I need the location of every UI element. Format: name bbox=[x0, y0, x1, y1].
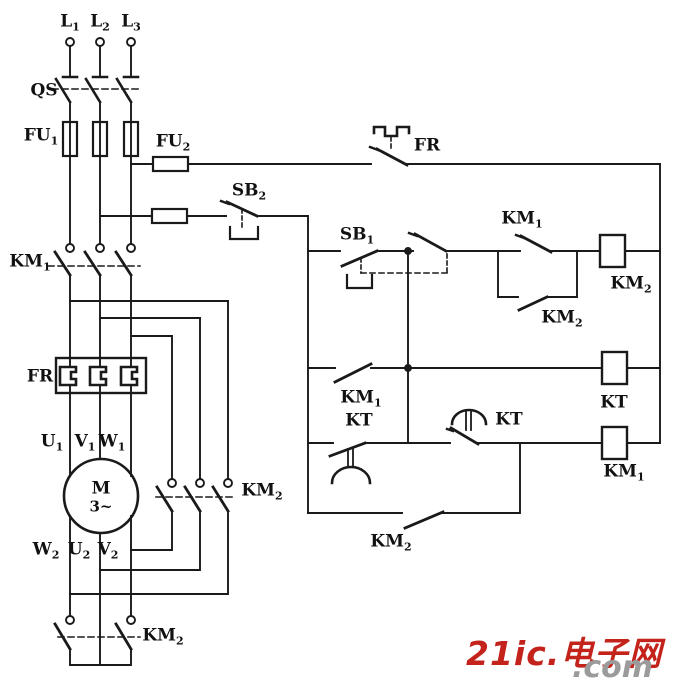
kt-coil bbox=[600, 350, 661, 386]
sb1-nc-contact bbox=[407, 231, 499, 253]
label-l3: L3 bbox=[121, 11, 141, 34]
label-w1: W1 bbox=[98, 431, 126, 454]
label-km2-bypass: KM2 bbox=[370, 531, 412, 554]
label-km2-coil: KM2 bbox=[610, 273, 652, 296]
label-km2-star: KM2 bbox=[142, 625, 184, 648]
label-u1: U1 bbox=[40, 431, 64, 454]
label-fu1: FU1 bbox=[23, 125, 59, 148]
label-km2-delta: KM2 bbox=[241, 480, 283, 503]
watermark-domain: .com bbox=[572, 650, 654, 685]
km1-nc-interlock bbox=[497, 233, 578, 254]
fr-nc-contact bbox=[368, 125, 661, 167]
motor bbox=[62, 457, 140, 535]
km2-delta-contacts bbox=[155, 478, 237, 513]
label-km1-coil: KM1 bbox=[603, 461, 645, 484]
control-rails bbox=[307, 163, 661, 514]
km2-star-contacts bbox=[53, 615, 141, 666]
label-fr-contact: FR bbox=[413, 135, 441, 156]
km1-main-contacts bbox=[47, 243, 141, 277]
label-v1: V1 bbox=[74, 431, 96, 454]
label-l1: L1 bbox=[60, 11, 80, 34]
label-km1-main: KM1 bbox=[9, 251, 51, 274]
km2-coil bbox=[576, 233, 661, 269]
label-km1-no: KM1 bbox=[340, 387, 382, 410]
label-km1-interlock: KM1 bbox=[501, 208, 543, 231]
label-motor-m: M bbox=[91, 478, 111, 499]
label-l2: L2 bbox=[90, 11, 110, 34]
phase-wires-lower bbox=[69, 274, 132, 477]
label-sb1: SB1 bbox=[339, 224, 375, 247]
label-fr-heater: FR bbox=[26, 366, 54, 387]
qs-knife-switch bbox=[51, 75, 141, 104]
label-u2: U2 bbox=[67, 539, 91, 562]
junction-column bbox=[404, 247, 412, 444]
fu2-fuses bbox=[99, 155, 372, 225]
label-kt-coil: KT bbox=[600, 392, 628, 413]
kt-delay-contact-left bbox=[307, 441, 451, 485]
label-km2-interlock: KM2 bbox=[541, 307, 583, 330]
km1-no-contact bbox=[307, 362, 603, 384]
label-sb2: SB2 bbox=[231, 180, 267, 203]
label-motor-phase: 3~ bbox=[89, 497, 113, 516]
label-w2: W2 bbox=[32, 539, 60, 562]
phase-wires-upper bbox=[69, 101, 132, 245]
label-fu2: FU2 bbox=[155, 131, 191, 154]
sb1-start-button bbox=[307, 249, 448, 290]
label-v2: V2 bbox=[97, 539, 119, 562]
label-kt-left: KT bbox=[345, 410, 373, 431]
km1-coil bbox=[600, 425, 661, 461]
sb2-stop-button bbox=[219, 199, 309, 241]
watermark-brand: 21ic.电子网 bbox=[466, 634, 663, 673]
fu1-fuses bbox=[61, 120, 140, 158]
label-qs: QS bbox=[30, 80, 58, 101]
label-kt-right: KT bbox=[495, 409, 523, 430]
fr-heaters bbox=[54, 356, 148, 395]
supply-terminals bbox=[65, 37, 136, 77]
km2-no-interlock bbox=[497, 250, 578, 312]
kt-delay-contact-right bbox=[445, 408, 603, 446]
delta-tap-wires bbox=[69, 300, 229, 480]
km2-no-bypass bbox=[307, 442, 521, 530]
motor-bottom-wires bbox=[69, 510, 229, 666]
